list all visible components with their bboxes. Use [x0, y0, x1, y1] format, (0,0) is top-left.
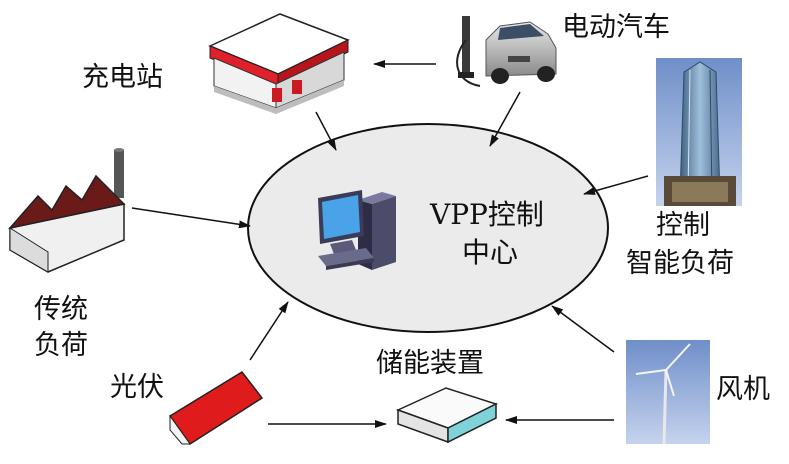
- smart-load-label-line2: 智能负荷: [626, 248, 734, 279]
- vpp-control-center-ellipse: [247, 123, 609, 333]
- arrow-wind-to-center: [551, 305, 615, 353]
- arrow-pv-to-center: [249, 301, 289, 361]
- wind-turbine-icon: [626, 340, 710, 445]
- wind-turbine-label: 风机: [716, 374, 770, 405]
- smart-building-icon: [656, 58, 742, 206]
- traditional-load-label-line2: 负荷: [34, 330, 88, 361]
- arrow-smart-load-to-center: [583, 175, 649, 195]
- center-label-line1: VPP控制: [429, 198, 544, 231]
- charging-station-icon: [208, 13, 350, 114]
- electric-vehicle-icon: [456, 16, 557, 87]
- electric-vehicle-label: 电动汽车: [562, 12, 670, 43]
- smart-load-label-line1: 控制: [656, 210, 710, 241]
- charging-station-label: 充电站: [82, 62, 163, 93]
- traditional-load-label-line1: 传统: [34, 294, 88, 325]
- arrow-station-to-center: [315, 111, 337, 151]
- storage-label: 储能装置: [376, 348, 484, 379]
- arrow-factory-to-center: [131, 207, 251, 229]
- photovoltaic-panel-icon: [168, 371, 264, 446]
- factory-icon: [7, 148, 126, 273]
- center-label-line2: 中心: [462, 236, 518, 269]
- computer-icon: [318, 190, 396, 270]
- storage-device-icon: [396, 387, 498, 444]
- arrow-ev-to-center: [489, 91, 521, 147]
- photovoltaic-label: 光伏: [110, 372, 164, 403]
